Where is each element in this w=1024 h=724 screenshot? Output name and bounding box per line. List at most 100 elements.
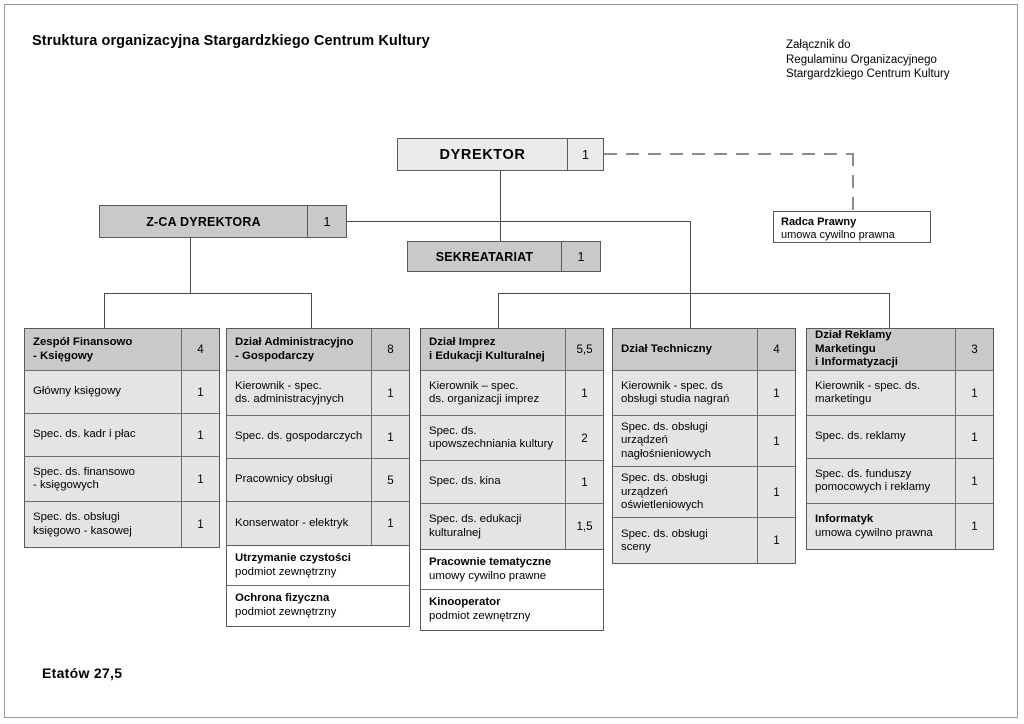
- department-row[interactable]: Kierownik – spec.ds. organizacji imprez 1: [421, 371, 603, 416]
- document-annotation: Załącznik do Regulaminu Organizacyjnego …: [786, 38, 950, 82]
- node-deputy-director[interactable]: Z-CA DYREKTORA 1: [99, 205, 347, 238]
- department-row-label: Spec. ds. reklamy: [815, 430, 906, 443]
- external-service-subtitle: umowy cywilno prawne: [429, 569, 547, 582]
- department-header-count: 4: [757, 329, 795, 370]
- department-row-count: 1: [565, 371, 603, 415]
- connector-drop-administration: [311, 293, 312, 328]
- department-header-count: 4: [181, 329, 219, 370]
- department-header-count: 5,5: [565, 329, 603, 370]
- department-row-count: 1: [181, 502, 219, 547]
- department-row-count: 1: [955, 459, 993, 503]
- connector-drop-marketing: [889, 293, 890, 328]
- external-service-subtitle: podmiot zewnętrzny: [235, 565, 337, 578]
- department-row[interactable]: Konserwator - elektryk 1: [227, 502, 409, 545]
- department-header-label: Dział Administracyjno- Gospodarczy: [235, 336, 354, 362]
- department-row-label: Kierownik - spec. ds.marketingu: [815, 379, 921, 405]
- department-row-count: 1: [371, 416, 409, 458]
- connector-drop-events: [498, 293, 499, 328]
- department-row-label: Kierownik – spec.ds. organizacji imprez: [429, 379, 540, 405]
- annotation-line-3: Stargardzkiego Centrum Kultury: [786, 68, 950, 81]
- connector-right-bus: [498, 293, 890, 294]
- department-row[interactable]: Spec. ds. reklamy 1: [807, 416, 993, 459]
- department-row-label: Spec. ds. gospodarczych: [235, 430, 363, 443]
- department-row-count: 1: [757, 467, 795, 518]
- department-row-count: 1: [757, 416, 795, 467]
- connector-drop-technical: [690, 293, 691, 328]
- node-director[interactable]: DYREKTOR 1: [397, 138, 604, 171]
- connector-dashed-horizontal-legal: [604, 153, 854, 155]
- department-header-label: Dział Imprez i Edukacji Kulturalnej: [429, 336, 545, 362]
- department-row-count: 1: [181, 414, 219, 456]
- external-service-subtitle: podmiot zewnętrzny: [235, 605, 337, 618]
- external-service-subtitle: podmiot zewnętrzny: [429, 609, 531, 622]
- node-deputy-director-count: 1: [307, 206, 346, 237]
- node-secretariat-label: SEKREATARIAT: [435, 249, 534, 264]
- department-row-count: 1: [371, 502, 409, 545]
- department-header-finance[interactable]: Zespół Finansowo - Księgowy 4: [25, 329, 219, 371]
- department-row-count: 2: [565, 416, 603, 460]
- page-border: [4, 4, 1018, 718]
- external-service-title: Ochrona fizyczna: [235, 592, 330, 604]
- connector-drop-finance: [104, 293, 105, 328]
- connector-left-bus: [104, 293, 312, 294]
- department-row-label: Spec. ds. kina: [429, 475, 501, 488]
- external-service-title: Pracownie tematyczne: [429, 556, 552, 568]
- department-row-label: Konserwator - elektryk: [235, 516, 349, 529]
- department-header-label: Zespół Finansowo - Księgowy: [33, 336, 133, 362]
- connector-deputy-down: [190, 238, 191, 293]
- node-secretariat-count: 1: [561, 242, 600, 271]
- connector-director-to-secretariat: [500, 171, 501, 241]
- department-row-count: 1,5: [565, 504, 603, 549]
- connector-right-down: [690, 221, 691, 293]
- page-title: Struktura organizacyjna Stargardzkiego C…: [32, 33, 430, 49]
- node-director-count: 1: [567, 139, 603, 170]
- department-row[interactable]: Spec. ds. gospodarczych 1: [227, 416, 409, 459]
- legal-advisor-subtitle: umowa cywilno prawna: [781, 228, 895, 241]
- department-row-label: Spec. ds. finansowo- księgowych: [33, 465, 135, 491]
- node-secretariat[interactable]: SEKREATARIAT 1: [407, 241, 601, 272]
- department-header-events[interactable]: Dział Imprez i Edukacji Kulturalnej 5,5: [421, 329, 603, 371]
- node-deputy-director-label: Z-CA DYREKTORA: [146, 214, 261, 229]
- node-legal-advisor[interactable]: Radca Prawny umowa cywilno prawna: [773, 211, 931, 243]
- department-row-label: Spec. ds.upowszechniania kultury: [429, 424, 554, 450]
- department-row-count: 1: [757, 518, 795, 564]
- department-row[interactable]: Spec. ds.upowszechniania kultury 2: [421, 416, 603, 461]
- external-service-title: Kinooperator: [429, 596, 501, 608]
- department-row-count: 1: [955, 416, 993, 458]
